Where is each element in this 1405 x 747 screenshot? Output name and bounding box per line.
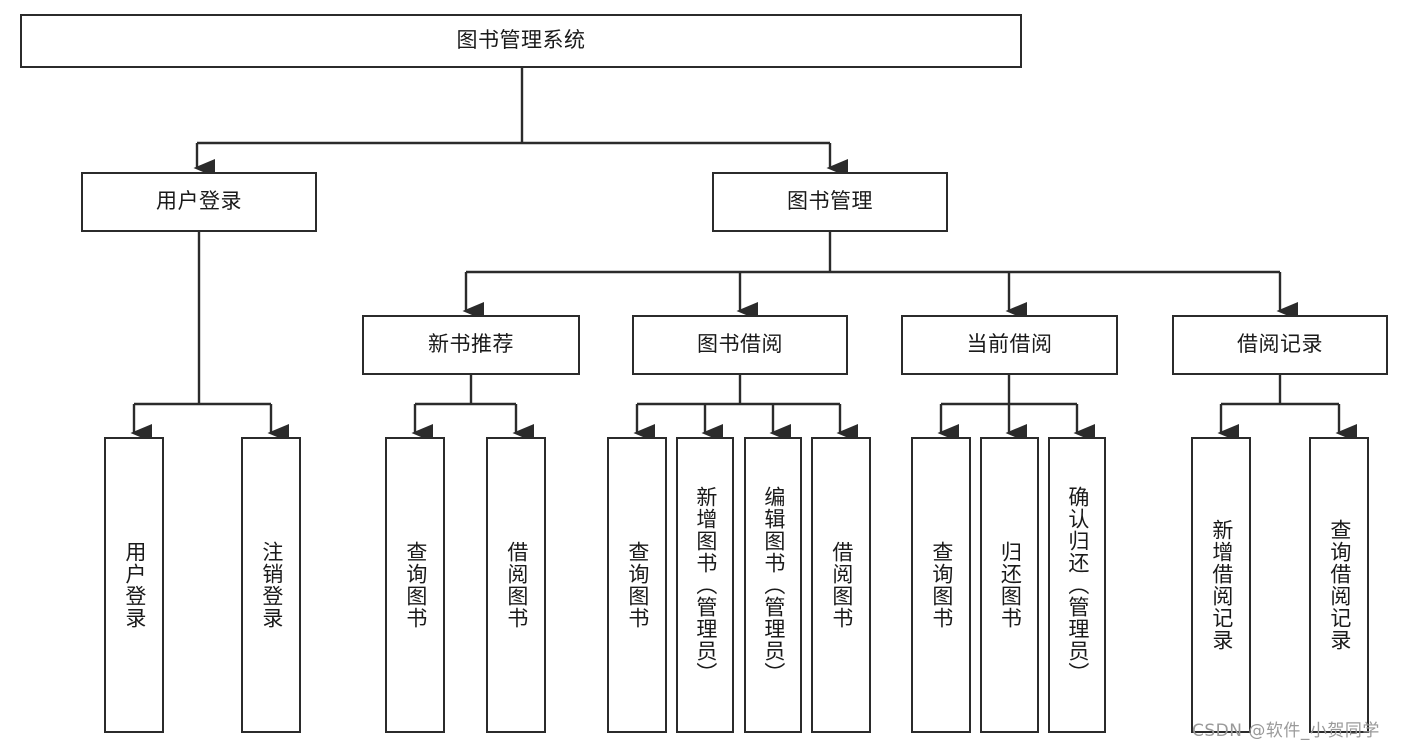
node-current-borrow[interactable]: 当前借阅 (901, 315, 1118, 375)
leaf-query-book-current-label: 查询图书 (929, 541, 954, 629)
leaf-query-book-borrow-label: 查询图书 (625, 541, 650, 629)
leaf-logout[interactable]: 注销登录 (241, 437, 301, 733)
leaf-confirm-return-admin-label: 确认归还（管理员） (1065, 486, 1090, 684)
node-new-book-recommend-label: 新书推荐 (428, 332, 514, 357)
leaf-query-book-recommend-label: 查询图书 (403, 541, 428, 629)
leaf-query-book-recommend[interactable]: 查询图书 (385, 437, 445, 733)
node-new-book-recommend[interactable]: 新书推荐 (362, 315, 580, 375)
leaf-return-book-label: 归还图书 (998, 541, 1023, 629)
leaf-add-borrow-record-label: 新增借阅记录 (1209, 519, 1234, 651)
node-book-borrow[interactable]: 图书借阅 (632, 315, 848, 375)
node-book-borrow-label: 图书借阅 (697, 332, 783, 357)
leaf-query-borrow-record[interactable]: 查询借阅记录 (1309, 437, 1369, 733)
node-borrow-records[interactable]: 借阅记录 (1172, 315, 1388, 375)
node-current-borrow-label: 当前借阅 (966, 332, 1053, 357)
leaf-user-login[interactable]: 用户登录 (104, 437, 164, 733)
leaf-add-book-admin-label: 新增图书（管理员） (693, 486, 718, 684)
leaf-return-book[interactable]: 归还图书 (980, 437, 1039, 733)
leaf-borrow-book[interactable]: 借阅图书 (811, 437, 871, 733)
node-root[interactable]: 图书管理系统 (20, 14, 1022, 68)
csdn-watermark: CSDN @软件_小贺同学 (1192, 721, 1380, 741)
leaf-logout-label: 注销登录 (259, 541, 284, 629)
node-book-management[interactable]: 图书管理 (712, 172, 948, 232)
leaf-query-book-current[interactable]: 查询图书 (911, 437, 971, 733)
leaf-borrow-book-recommend[interactable]: 借阅图书 (486, 437, 546, 733)
node-book-management-label: 图书管理 (787, 189, 873, 214)
leaf-add-borrow-record[interactable]: 新增借阅记录 (1191, 437, 1251, 733)
leaf-edit-book-admin-label: 编辑图书（管理员） (761, 486, 786, 684)
leaf-borrow-book-recommend-label: 借阅图书 (504, 541, 529, 629)
node-user-login-label: 用户登录 (156, 189, 242, 214)
node-root-label: 图书管理系统 (456, 28, 586, 53)
leaf-add-book-admin[interactable]: 新增图书（管理员） (676, 437, 734, 733)
leaf-edit-book-admin[interactable]: 编辑图书（管理员） (744, 437, 802, 733)
leaf-query-book-borrow[interactable]: 查询图书 (607, 437, 667, 733)
node-user-login[interactable]: 用户登录 (81, 172, 317, 232)
leaf-confirm-return-admin[interactable]: 确认归还（管理员） (1048, 437, 1106, 733)
leaf-borrow-book-label: 借阅图书 (829, 541, 854, 629)
leaf-user-login-label: 用户登录 (122, 541, 147, 629)
node-borrow-records-label: 借阅记录 (1237, 332, 1323, 357)
leaf-query-borrow-record-label: 查询借阅记录 (1327, 519, 1352, 651)
